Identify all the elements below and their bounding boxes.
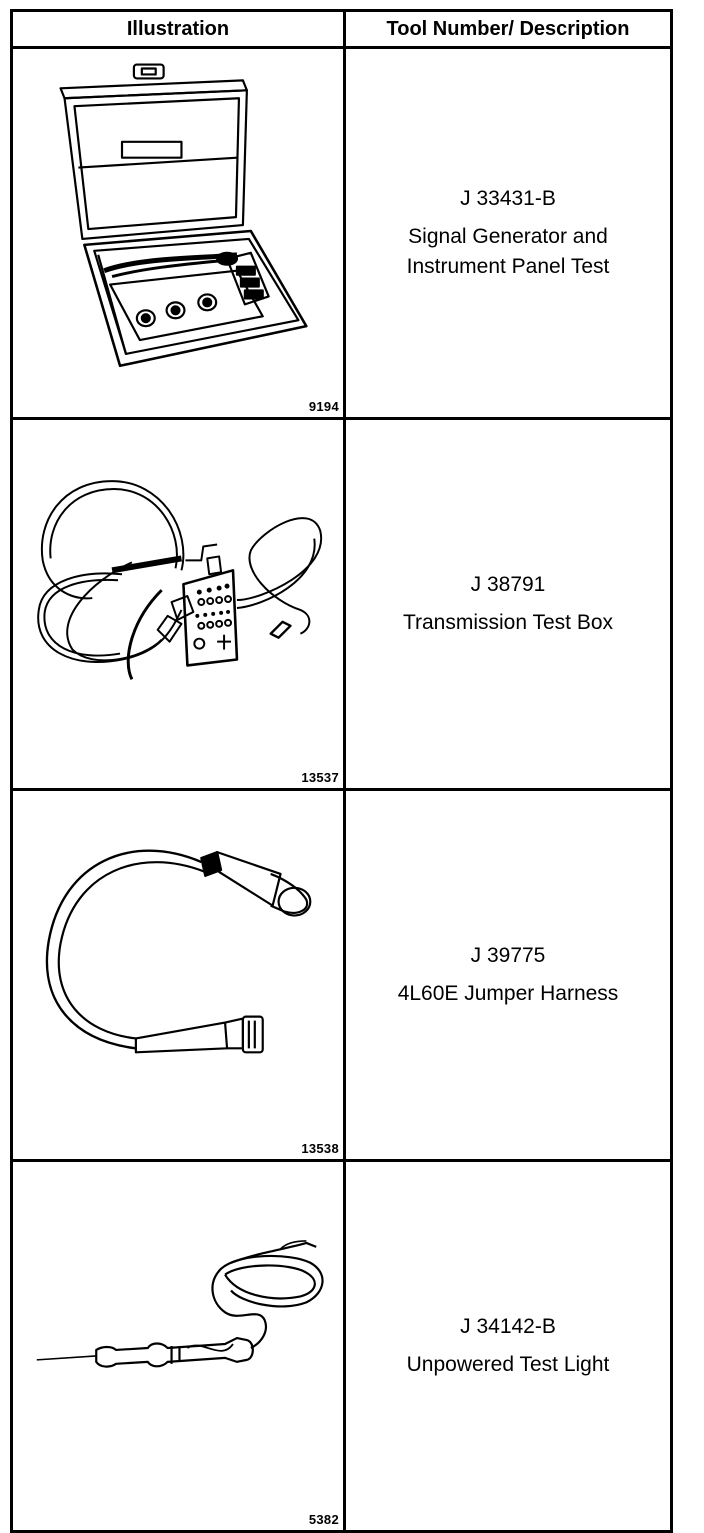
description-cell: J 34142-B Unpowered Test Light bbox=[343, 1159, 673, 1533]
description-cell: J 38791 Transmission Test Box bbox=[343, 417, 673, 791]
header-description: Tool Number/ Description bbox=[343, 9, 673, 49]
tool-number: J 39775 bbox=[470, 944, 546, 967]
signal-generator-case-icon bbox=[59, 63, 308, 368]
illustration-cell: 9194 bbox=[10, 46, 346, 420]
jumper-harness-icon bbox=[45, 849, 312, 1054]
tool-number: J 38791 bbox=[470, 573, 546, 596]
tool-description-line1: Transmission Test Box bbox=[402, 611, 614, 634]
illustration-cell: 13538 bbox=[10, 788, 346, 1162]
description-cell: J 33431-B Signal Generator and Instrumen… bbox=[343, 46, 673, 420]
table-row: 5382 J 34142-B Unpowered Test Light bbox=[10, 1159, 673, 1533]
table-row: 9194 J 33431-B Signal Generator and Inst… bbox=[10, 46, 673, 420]
figure-number: 13537 bbox=[301, 770, 339, 785]
table-row: 13538 J 39775 4L60E Jumper Harness bbox=[10, 788, 673, 1162]
description-cell: J 39775 4L60E Jumper Harness bbox=[343, 788, 673, 1162]
tool-number: J 33431-B bbox=[460, 187, 556, 210]
tool-table: Illustration Tool Number/ Description bbox=[10, 9, 673, 1533]
tool-number: J 34142-B bbox=[460, 1315, 556, 1338]
figure-number: 13538 bbox=[301, 1141, 339, 1156]
tool-description-line1: Signal Generator and bbox=[408, 225, 608, 248]
tool-description-line2: Instrument Panel Test bbox=[406, 255, 610, 278]
table-row: 13537 J 38791 Transmission Test Box bbox=[10, 417, 673, 791]
tool-description-line1: 4L60E Jumper Harness bbox=[397, 982, 619, 1005]
figure-number: 5382 bbox=[308, 1512, 339, 1527]
transmission-test-box-icon bbox=[37, 480, 323, 680]
test-light-icon bbox=[36, 1240, 324, 1368]
header-illustration: Illustration bbox=[10, 9, 346, 49]
figure-number: 9194 bbox=[308, 399, 339, 414]
tool-description-line1: Unpowered Test Light bbox=[406, 1353, 610, 1376]
illustration-cell: 5382 bbox=[10, 1159, 346, 1533]
header-row: Illustration Tool Number/ Description bbox=[10, 9, 673, 49]
illustration-cell: 13537 bbox=[10, 417, 346, 791]
